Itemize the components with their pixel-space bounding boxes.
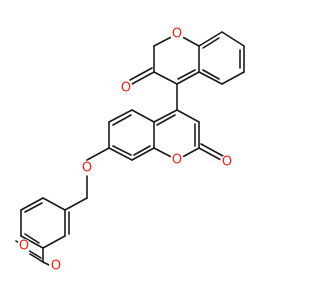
bond [42, 235, 66, 249]
bond [86, 147, 110, 161]
bond [108, 109, 133, 123]
bond [221, 31, 245, 47]
bond [131, 109, 155, 123]
atom-label: O [19, 239, 29, 254]
bond [27, 249, 42, 259]
bond [129, 67, 153, 81]
molecule-structure-canvas: O O O O O O O [15, 27, 245, 274]
bond [24, 233, 40, 244]
bond [131, 71, 155, 85]
bond [221, 71, 245, 85]
bond [202, 37, 220, 49]
atom-label-background [119, 81, 133, 95]
oxygen-atom: O [170, 153, 184, 168]
bond [24, 202, 43, 213]
oxygen-atom: O [49, 259, 63, 274]
bond [198, 71, 223, 85]
bond [176, 109, 200, 123]
atom-label: O [172, 27, 182, 42]
oxygen-atom: O [80, 161, 94, 176]
bond [177, 69, 196, 80]
bond [198, 31, 223, 47]
bond [20, 197, 44, 211]
bond [20, 235, 44, 249]
atom-layer: O O O O O O O [17, 27, 234, 274]
atom-label: O [51, 259, 61, 274]
bond [198, 147, 222, 161]
atom-label-background [220, 155, 234, 169]
bond [42, 197, 66, 211]
bond [112, 114, 132, 126]
bond [29, 253, 44, 263]
oxygen-atom: O [170, 27, 184, 42]
bond [133, 145, 151, 156]
atom-label-background [49, 259, 63, 273]
atom-label-background [80, 161, 94, 175]
molecule-structure: O O O O O O O [15, 27, 245, 274]
bond [202, 69, 220, 80]
bond [131, 147, 155, 161]
atom-label: O [172, 153, 182, 168]
bond-layer [15, 31, 245, 267]
atom-label: O [121, 81, 131, 96]
oxygen-atom: O [17, 239, 31, 254]
atom-label: O [82, 161, 92, 176]
bond [176, 71, 200, 85]
atom-label-background [170, 153, 184, 167]
bond [153, 109, 178, 123]
oxygen-atom: O [119, 81, 133, 96]
bond [108, 147, 133, 161]
bond [200, 143, 224, 157]
bond [112, 145, 132, 156]
atom-label-background [170, 27, 184, 41]
oxygen-atom: O [220, 155, 234, 170]
bond [156, 114, 176, 126]
atom-label-background [17, 239, 31, 253]
bond [64, 197, 88, 211]
atom-label: O [222, 155, 232, 170]
bond [153, 71, 178, 85]
